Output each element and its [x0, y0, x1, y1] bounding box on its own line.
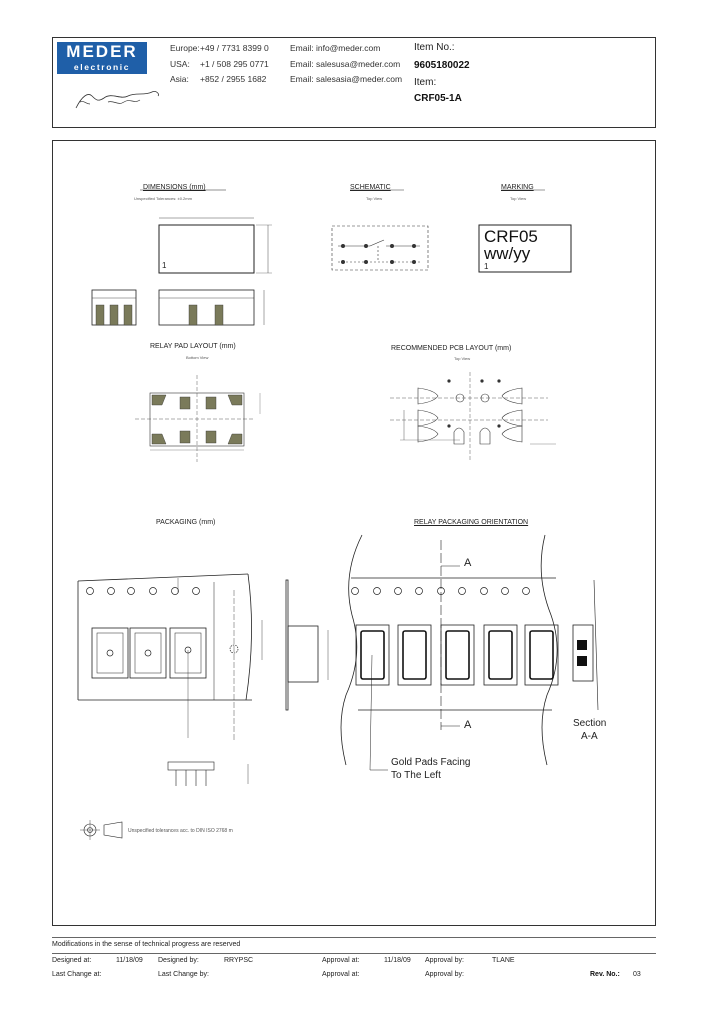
- contact-europe-email[interactable]: Email: info@meder.com: [290, 43, 381, 53]
- logo-text-sub: electronic: [73, 62, 131, 72]
- designed-at-label: Designed at:: [52, 957, 92, 964]
- rev-no-label: Rev. No.:: [590, 971, 620, 978]
- contact-asia-region: Asia:: [170, 74, 189, 84]
- tolerances-note: Unspecified tolerances acc. to DIN ISO 2…: [128, 828, 233, 834]
- gold-pads-line2: To The Left: [391, 770, 441, 781]
- relay-pad-title: RELAY PAD LAYOUT (mm): [150, 343, 236, 350]
- dimensions-title: DIMENSIONS (mm): [143, 184, 206, 191]
- marking-title: MARKING: [501, 184, 534, 191]
- dimensions-note: Unspecified Tolerances: ±0.2mm: [134, 196, 192, 201]
- header-frame: [52, 37, 656, 128]
- approval-by-2-label: Approval by:: [425, 971, 464, 978]
- last-change-by-label: Last Change by:: [158, 971, 209, 978]
- logo-text-main: MEDER: [66, 42, 138, 61]
- contact-usa-phone: +1 / 508 295 0771: [200, 59, 269, 69]
- contact-europe-region: Europe:: [170, 43, 200, 53]
- meder-logo: MEDER electronic: [57, 42, 147, 74]
- designed-by-label: Designed by:: [158, 957, 199, 964]
- contact-asia-phone: +852 / 2955 1682: [200, 74, 267, 84]
- item-no-label: Item No.:: [414, 42, 455, 53]
- item-no-value: 9605180022: [414, 60, 470, 71]
- section-mark-top: A: [464, 557, 472, 569]
- contact-asia-email[interactable]: Email: salesasia@meder.com: [290, 74, 403, 84]
- dimension-pin1: 1: [162, 261, 167, 270]
- approval-at-2-label: Approval at:: [322, 971, 360, 978]
- schematic-title: SCHEMATIC: [350, 184, 391, 191]
- marking-pin1: 1: [484, 262, 489, 271]
- approval-by-value: TLANE: [492, 957, 515, 964]
- item-value: CRF05-1A: [414, 93, 462, 104]
- designed-at-value: 11/18/09: [116, 957, 143, 964]
- footer-divider: [52, 937, 656, 938]
- rev-no-value: 03: [633, 971, 641, 978]
- last-change-at-label: Last Change at:: [52, 971, 102, 978]
- marking-note: Top View: [510, 196, 527, 201]
- pcb-layout-title: RECOMMENDED PCB LAYOUT (mm): [391, 345, 512, 352]
- pcb-layout-note: Top View: [454, 356, 471, 361]
- footer-note: Modifications in the sense of technical …: [52, 941, 241, 948]
- orientation-title: RELAY PACKAGING ORIENTATION: [414, 519, 529, 526]
- contact-usa-region: USA:: [170, 59, 190, 69]
- approval-at-value: 11/18/09: [384, 957, 411, 964]
- schematic-note: Top View: [366, 196, 383, 201]
- item-label: Item:: [414, 77, 437, 88]
- approval-at-label: Approval at:: [322, 957, 360, 964]
- footer-divider-2: [52, 953, 656, 954]
- contact-usa-email[interactable]: Email: salesusa@meder.com: [290, 59, 401, 69]
- section-label-1: Section: [573, 718, 607, 729]
- drawing-frame: [52, 140, 656, 926]
- designed-by-value: RRYPSC: [224, 957, 254, 964]
- packaging-title: PACKAGING (mm): [156, 519, 216, 526]
- approval-by-label: Approval by:: [425, 957, 464, 964]
- section-mark-bottom: A: [464, 719, 472, 731]
- gold-pads-line1: Gold Pads Facing: [391, 757, 471, 768]
- section-label-2: A-A: [581, 731, 598, 742]
- contact-europe-phone: +49 / 7731 8399 0: [200, 43, 269, 53]
- marking-line2: ww/yy: [484, 244, 531, 263]
- relay-pad-note: Bottom View: [186, 355, 209, 360]
